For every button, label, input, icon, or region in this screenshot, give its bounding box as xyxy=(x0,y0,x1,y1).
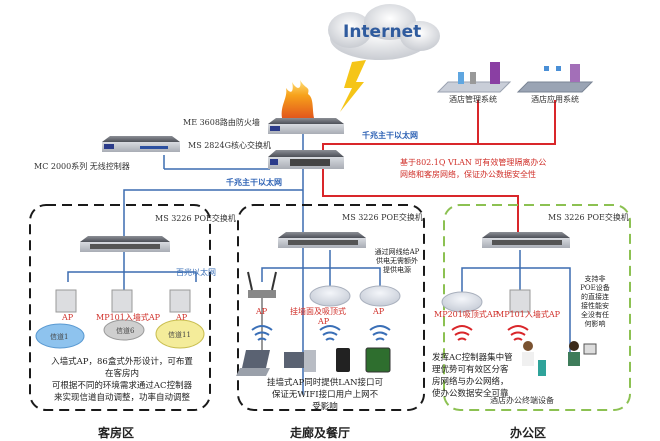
ap-label: MP101入墙式AP xyxy=(96,313,161,322)
non-poe-support-note: 支持非 POE设备 的直接连 接性能安 全没有任 何影响 xyxy=(575,275,615,329)
zone-border-corridor xyxy=(237,204,425,411)
note-line: 挂墙式AP同时提供LAN接口可 xyxy=(266,378,384,388)
poe-switch-label: MS 3226 POE交换机 xyxy=(342,213,423,222)
office-worker-icon xyxy=(522,341,546,376)
office-terminal-label: 酒店办公终端设备 xyxy=(490,396,554,405)
firewall-flame-icon xyxy=(281,80,314,118)
laptop-icon xyxy=(236,350,270,376)
note-line: 支持非 xyxy=(584,275,606,283)
zone-title-office: 办公区 xyxy=(510,426,547,440)
ceiling-ap-icon xyxy=(441,291,483,313)
zone-border-office xyxy=(443,204,631,411)
ap-label: AP xyxy=(176,313,188,322)
poe-switch-icon xyxy=(482,232,570,248)
poe-switch-label: MS 3226 POE交换机 xyxy=(155,214,236,223)
zone-title-guest-rooms: 客房区 xyxy=(98,426,135,440)
note-line: 理优势可有效区分客 xyxy=(432,365,509,375)
note-line: 通过网线给AP xyxy=(374,248,420,256)
channel-cloud-icon xyxy=(103,319,145,341)
core-switch-icon xyxy=(268,150,344,169)
hotel-application-system-label: 酒店应用系统 xyxy=(531,95,579,104)
note-line: 受影响 xyxy=(312,402,338,412)
desktop-pc-icon xyxy=(284,350,316,372)
poe-power-note: 通过网线给AP 供电无需额外 提供电源 xyxy=(369,248,425,275)
channel-label: 信道11 xyxy=(168,331,191,339)
ceiling-ap-icon xyxy=(309,285,351,307)
channel-cloud-icon xyxy=(35,323,85,349)
zone-border-guest-rooms xyxy=(29,204,211,411)
office-note: 发挥AC控制器集中管 理优势可有效区分客 房网络与办公网络， 使办公数据安全可靠 xyxy=(432,352,522,400)
hotel-application-system-icon xyxy=(516,64,594,93)
note-line: 发挥AC控制器集中管 xyxy=(432,353,513,363)
wifi-signal-icons xyxy=(251,325,529,341)
internet-cloud-icon xyxy=(328,4,440,60)
note-line: 房网络与办公网络， xyxy=(432,377,509,387)
guest-room-note: 入墙式AP，86盒式外形设计，可布置 在客房内 可根据不同的环境需求通过AC控制… xyxy=(44,356,200,404)
hotel-management-system-icon xyxy=(436,62,512,93)
backbone-lines xyxy=(67,133,571,395)
wall-ap-icon xyxy=(509,289,531,313)
vlan-note-line-1: 基于802.1Q VLAN 可有效管理隔离办公 xyxy=(400,158,547,167)
hotel-management-system-label: 酒店管理系统 xyxy=(449,95,497,104)
wall-ap-icon xyxy=(55,289,191,313)
ap-label: MP201吸顶式AP xyxy=(434,310,499,319)
ap-label: AP xyxy=(256,307,268,316)
vlan-note-line-2: 网络和客房网络，保证办公数据安全性 xyxy=(400,170,536,179)
note-line: 何影响 xyxy=(584,320,606,328)
controller-label: MC 2000系列 无线控制器 xyxy=(34,162,130,171)
internet-label: Internet xyxy=(343,22,422,42)
note-line: 保证无WIFI接口用户上网不 xyxy=(271,390,379,400)
note-line: 在客房内 xyxy=(104,369,139,379)
tablet-icon xyxy=(365,347,391,373)
lightning-bolt-icon xyxy=(340,60,366,112)
zone-title-corridor: 走廊及餐厅 xyxy=(290,426,351,440)
note-line: 的直接连 xyxy=(581,293,609,301)
firewall-label: ME 3608路由防火墙 xyxy=(183,118,260,127)
poe-switch-icon xyxy=(278,232,366,248)
note-line: 可根据不同的环境需求通过AC控制器 xyxy=(51,381,193,391)
note-line: 全没有任 xyxy=(581,311,609,319)
note-line: 入墙式AP，86盒式外形设计，可布置 xyxy=(51,357,193,367)
ap-label: AP xyxy=(373,307,385,316)
backbone-label-right: 千兆主干以太网 xyxy=(362,131,418,140)
ap-label: AP xyxy=(318,317,330,326)
uplink-label: 百兆以太网 xyxy=(176,268,216,277)
poe-switch-label: MS 3226 POE交换机 xyxy=(548,213,629,222)
poe-switch-icon xyxy=(80,236,170,252)
note-line: 接性能安 xyxy=(581,302,609,310)
wireless-controller-icon xyxy=(102,136,180,152)
note-line: 供电无需额外 xyxy=(376,257,418,265)
channel-label: 信道1 xyxy=(50,333,69,341)
channel-label: 信道6 xyxy=(116,327,135,335)
ap-label: 挂墙面及吸顶式 xyxy=(290,307,346,316)
note-line: POE设备 xyxy=(580,284,610,292)
corridor-note: 挂墙式AP同时提供LAN接口可 保证无WIFI接口用户上网不 受影响 xyxy=(250,377,400,413)
office-worker-icon xyxy=(568,341,597,366)
channel-cloud-icon xyxy=(155,319,205,349)
firewall-device-icon xyxy=(268,118,344,134)
ap-label: MP101入墙式AP xyxy=(496,310,561,319)
note-line: 来实现信道自动调整，功率自动调整 xyxy=(53,393,190,403)
core-switch-label: MS 2824G核心交换机 xyxy=(188,141,271,150)
note-line: 使办公数据安全可靠 xyxy=(432,389,509,399)
ap-label: AP xyxy=(62,313,74,322)
note-line: 提供电源 xyxy=(383,266,411,274)
smartphone-icon xyxy=(336,348,350,372)
ceiling-ap-icon xyxy=(359,285,401,307)
backbone-label-left: 千兆主干以太网 xyxy=(226,178,282,187)
router-ap-icon xyxy=(247,271,277,298)
